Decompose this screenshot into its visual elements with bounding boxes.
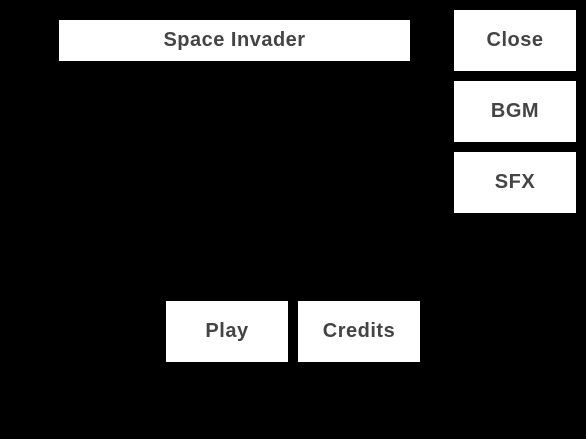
credits-button[interactable]: Credits — [298, 301, 420, 362]
bgm-button-label: BGM — [490, 100, 540, 122]
play-button[interactable]: Play — [166, 301, 288, 362]
sfx-toggle-button[interactable]: SFX — [454, 152, 576, 213]
game-title: Space Invader — [59, 20, 410, 61]
credits-button-label: Credits — [322, 320, 396, 342]
play-button-label: Play — [205, 320, 249, 342]
game-title-text: Space Invader — [163, 29, 306, 51]
close-button-label: Close — [486, 29, 544, 51]
close-button[interactable]: Close — [454, 10, 576, 71]
bgm-toggle-button[interactable]: BGM — [454, 81, 576, 142]
sfx-button-label: SFX — [494, 171, 536, 193]
